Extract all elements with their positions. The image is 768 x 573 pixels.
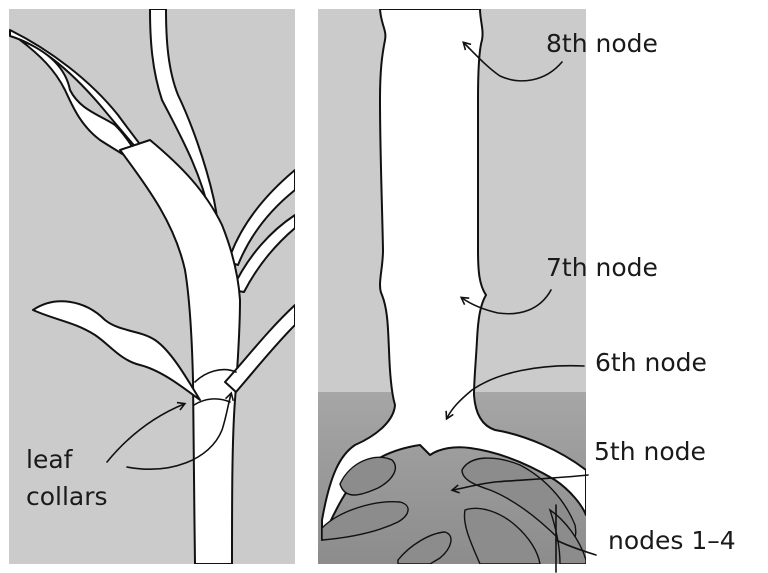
node-6-label: 6th node	[595, 348, 707, 377]
node-5-label: 5th node	[594, 437, 706, 466]
left-panel-background	[9, 9, 295, 564]
node-7-label: 7th node	[546, 253, 658, 282]
left-panel: leaf collars	[9, 9, 295, 564]
leaf-collars-label-line1: leaf	[26, 445, 74, 474]
nodes-1-4-label: nodes 1–4	[608, 526, 736, 555]
leaf-collars-label-line2: collars	[26, 482, 108, 511]
node-8-label: 8th node	[546, 29, 658, 58]
right-panel	[318, 9, 586, 564]
